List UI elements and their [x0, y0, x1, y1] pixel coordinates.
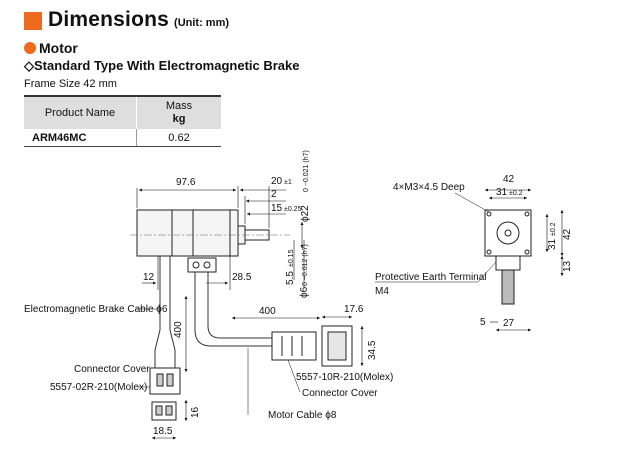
dim-34-5: 34.5 — [367, 340, 378, 360]
dim-17-6: 17.6 — [344, 304, 364, 315]
dim-42-side: 42 — [562, 228, 573, 240]
dim-12: 12 — [143, 272, 155, 283]
col-mass-unit: kg — [172, 113, 186, 125]
dim-31-side-tol: ±0.2 — [550, 222, 557, 236]
col-mass-label: Mass — [165, 100, 193, 112]
dim-13: 13 — [562, 260, 573, 272]
motor-cable — [194, 272, 272, 347]
dim-2: 2 — [271, 189, 277, 200]
section-header: Dimensions (Unit: mm) — [24, 8, 230, 31]
dim-27: 27 — [503, 318, 515, 329]
pet-size: M4 — [375, 286, 389, 297]
connector-cover-b: Connector Cover — [302, 388, 378, 399]
connector-a-label: 5557-02R-210(Molex) — [50, 382, 147, 393]
page-title: Dimensions — [48, 8, 170, 31]
dim-31-top-tol: ±0.2 — [509, 190, 523, 197]
dim-31-top: 31 — [496, 187, 508, 198]
orange-square-icon — [24, 12, 42, 30]
dim-400-b: 400 — [259, 306, 276, 317]
motor-body-side — [136, 209, 246, 257]
dim-phi22-tol: 0 −0.021 (h7) — [303, 150, 310, 192]
type-label: Standard Type With Electromagnetic Brake — [34, 58, 300, 73]
connector-small — [149, 367, 181, 395]
terminal-block — [187, 257, 217, 273]
table-row: ARM46MC 0.62 — [24, 129, 221, 147]
brake-cable-label: Electromagnetic Brake Cable ϕ6 — [24, 304, 168, 315]
product-name-cell: ARM46MC — [24, 129, 137, 147]
connector-cover-a: Connector Cover — [74, 364, 150, 375]
connector-large — [271, 331, 317, 361]
col-product-name: Product Name — [24, 95, 137, 129]
frame-size: Frame Size 42 mm — [24, 78, 117, 90]
dim-20-tol: ±1 — [284, 179, 292, 186]
dim-phi6-tol: 0 −0.012 (h7) — [302, 244, 309, 286]
screw-icon — [203, 261, 211, 269]
dim-15: 15 — [271, 203, 283, 214]
motor-heading: Motor — [24, 40, 78, 56]
brake-cable — [154, 256, 176, 372]
motor-label: Motor — [39, 40, 78, 56]
dim-20: 20 — [271, 176, 283, 187]
motor-front-view — [484, 209, 532, 305]
diamond-icon: ◇ — [24, 58, 34, 73]
pet-label: Protective Earth Terminal — [375, 272, 487, 283]
dim-15-tol: ±0.25 — [284, 206, 302, 213]
dim-5-5-tol: ±0.15 — [288, 249, 295, 267]
dim-5: 5 — [480, 317, 486, 328]
dim-phi6: ϕ6 — [299, 286, 310, 298]
dim-42-top: 42 — [503, 174, 515, 185]
unit-label: (Unit: mm) — [174, 17, 230, 29]
dim-5-5: 5.5 — [285, 271, 296, 285]
type-heading: ◇Standard Type With Electromagnetic Brak… — [24, 58, 299, 74]
motor-cable-label: Motor Cable ϕ8 — [268, 410, 337, 421]
dim-phi22: ϕ22 — [300, 205, 311, 222]
orange-dot-icon — [24, 42, 36, 54]
mass-cell: 0.62 — [136, 129, 221, 147]
connector-b-label: 5557-10R-210(Molex) — [296, 372, 393, 383]
dim-31-side: 31 — [547, 238, 558, 250]
dim-400-a: 400 — [173, 321, 184, 338]
dim-97-6: 97.6 — [176, 177, 196, 188]
mount-holes-label: 4×M3×4.5 Deep — [393, 182, 465, 193]
screw-icon — [192, 261, 200, 269]
dim-28-5: 28.5 — [232, 272, 252, 283]
dim-16: 16 — [190, 406, 201, 418]
dim-18-5: 18.5 — [153, 426, 173, 437]
